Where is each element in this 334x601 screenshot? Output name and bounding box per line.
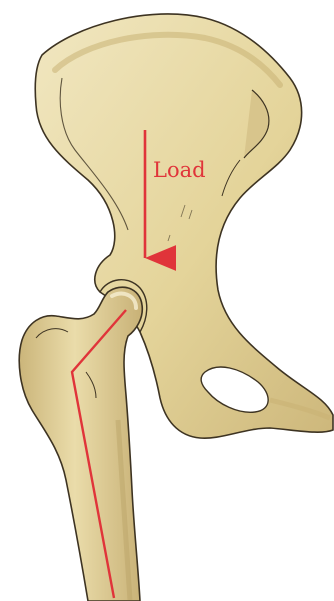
femur-bone	[19, 287, 142, 601]
load-label: Load	[153, 160, 206, 181]
